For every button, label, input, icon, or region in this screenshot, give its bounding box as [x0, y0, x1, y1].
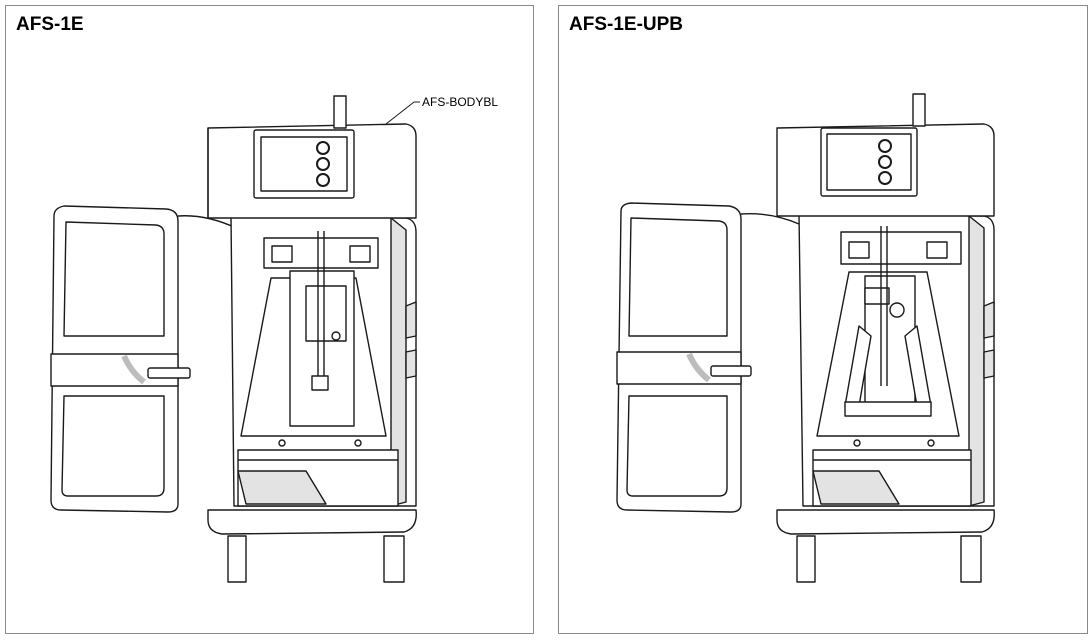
top-bracket: [333, 95, 347, 129]
mount-leg-left: [227, 535, 247, 583]
mount-leg-left: [796, 535, 816, 583]
probe-mount: [305, 285, 347, 342]
mount-leg-right: [383, 535, 405, 583]
base-plate: [776, 509, 995, 535]
panel-title: AFS-1E-UPB: [569, 14, 684, 35]
callout: AFS-BODYBL: [385, 95, 498, 125]
diagram-panel-afs-1e-upb: AFS-1E-UPB: [558, 5, 1088, 634]
callout-label: AFS-BODYBL: [422, 95, 498, 109]
panel-title: AFS-1E: [16, 14, 84, 35]
diagram-panel-afs-1e: AFS-1E: [5, 5, 534, 634]
enclosure-open-door: [616, 93, 995, 583]
enclosure-drawing: AFS-BODYBL: [50, 95, 498, 583]
enclosure-drawing: [616, 93, 995, 583]
door-latch: [710, 365, 752, 377]
door-latch: [147, 367, 191, 379]
enclosure-open-door: [50, 95, 417, 583]
base-plate: [207, 509, 417, 535]
mount-leg-right: [960, 535, 982, 583]
top-bracket: [912, 93, 926, 127]
